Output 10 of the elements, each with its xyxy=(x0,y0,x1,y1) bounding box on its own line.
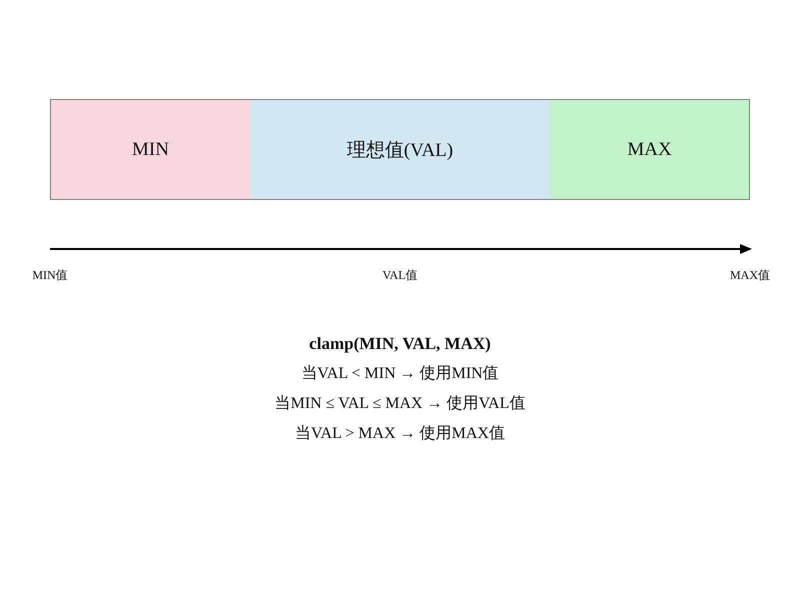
axis-label: VAL值 xyxy=(382,268,418,282)
max-range-segment: MAX xyxy=(550,99,750,200)
formula-heading: clamp(MIN, VAL, MAX) xyxy=(309,334,491,354)
rule-text: 当VAL < MIN → 使用MIN值 xyxy=(301,364,499,384)
axis-label: MAX值 xyxy=(730,268,770,282)
rule-text: 当VAL > MAX → 使用MAX值 xyxy=(295,424,505,444)
ideal-range-segment: 理想值(VAL) xyxy=(250,99,550,200)
axis-label: MIN值 xyxy=(32,268,68,282)
min-range-segment: MIN xyxy=(50,99,250,200)
rule-text: 当MIN ≤ VAL ≤ MAX → 使用VAL值 xyxy=(274,394,526,414)
